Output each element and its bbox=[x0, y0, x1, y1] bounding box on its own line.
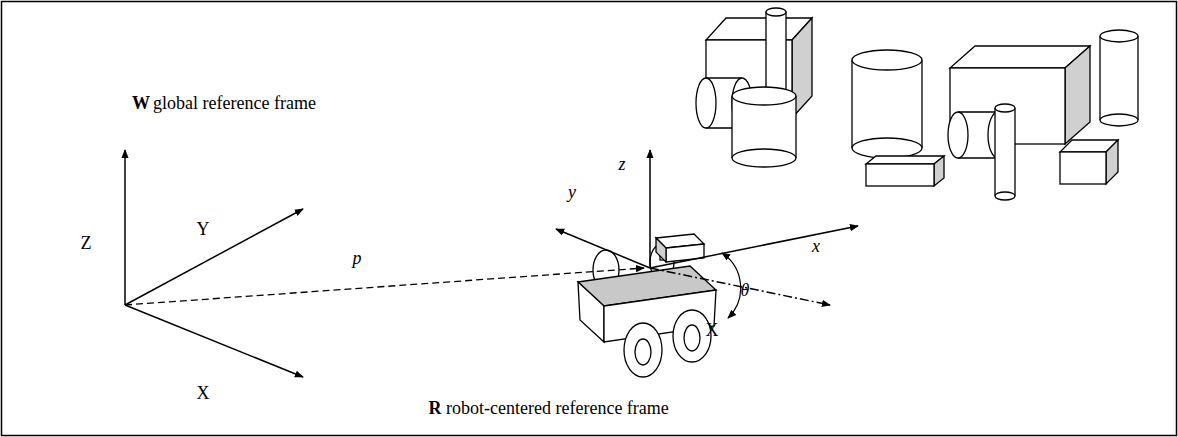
frame-letter: W bbox=[132, 94, 150, 112]
axis-label: y bbox=[568, 183, 576, 201]
angle-label: θ bbox=[741, 281, 750, 299]
axis-label: Y bbox=[197, 220, 210, 238]
position-vector bbox=[125, 268, 644, 305]
axis-label: x bbox=[812, 237, 820, 255]
axis-label: z bbox=[618, 155, 625, 173]
axis-label: X bbox=[706, 321, 719, 339]
robot bbox=[578, 234, 716, 377]
frame-caption: global reference frame bbox=[153, 94, 316, 112]
global-axes bbox=[125, 150, 303, 377]
vector-label: p bbox=[353, 249, 362, 267]
frame-letter: R bbox=[429, 399, 442, 417]
axis-label: X bbox=[197, 384, 210, 402]
obstacles bbox=[696, 8, 1138, 200]
axis-label: Z bbox=[81, 234, 92, 252]
robot-axes bbox=[556, 150, 858, 318]
frame-caption: robot-centered reference frame bbox=[446, 399, 669, 417]
